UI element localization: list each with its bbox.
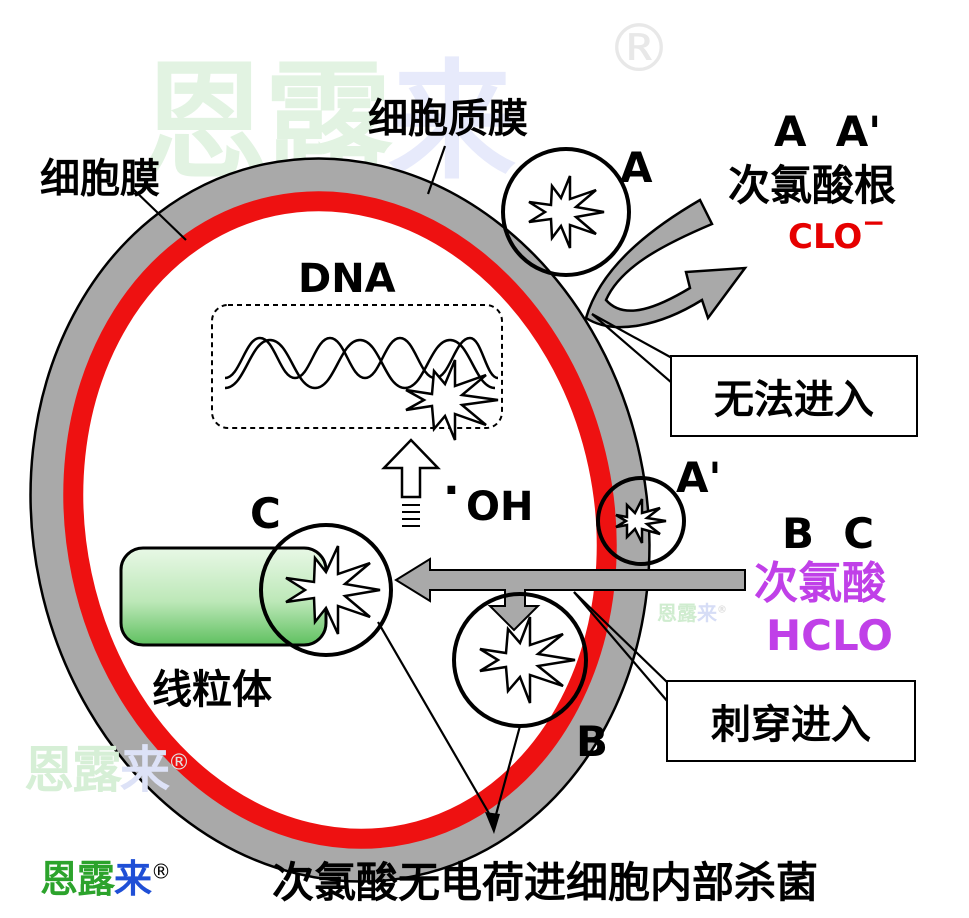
watermark-tiny-lai: 来 xyxy=(697,601,717,625)
watermark-large: 恩露来 xyxy=(140,18,516,203)
dna-strand-2 xyxy=(224,338,496,390)
leader-cannot-enter-1 xyxy=(591,313,673,359)
brand-logo: 恩露来® xyxy=(40,848,171,903)
label-hypochlorite-name: 次氯酸根 xyxy=(728,161,896,210)
brand-logo-lai: 来 xyxy=(114,857,152,901)
watermark-medium-lu: 露 xyxy=(72,741,122,799)
label-hypochlorite-charge: − xyxy=(862,206,885,239)
leader-cannot-enter-2 xyxy=(591,313,673,384)
label-hypochlorite-formula: CLO xyxy=(788,217,862,257)
penetrate-enter-text: 刺穿进入 xyxy=(711,702,871,748)
watermark-tiny-en: 恩 xyxy=(657,601,677,625)
starburst-icon xyxy=(615,498,667,544)
box-cannot-enter: 无法进入 xyxy=(670,355,918,437)
dna-strand-1 xyxy=(224,336,499,380)
starburst-icon xyxy=(479,616,576,704)
starburst-icon xyxy=(285,545,381,635)
label-a-aprime-header: A A' xyxy=(774,107,881,156)
watermark-medium-lai: 来 xyxy=(120,741,170,799)
dna-box xyxy=(211,304,503,429)
circle-c xyxy=(259,523,393,657)
label-dna: DNA xyxy=(298,256,396,302)
label-point-c: C xyxy=(250,489,281,538)
watermark-medium: 恩露来® xyxy=(24,730,190,802)
label-point-b: B xyxy=(576,717,608,766)
watermark-medium-en: 恩 xyxy=(24,741,74,799)
watermark-tiny-reg: ® xyxy=(717,604,727,616)
label-mitochondria: 线粒体 xyxy=(152,667,272,713)
label-hypochlorous-formula: HCLO xyxy=(766,611,893,660)
caption-arrowhead xyxy=(485,812,500,834)
box-penetrate-enter: 刺穿进入 xyxy=(666,680,916,762)
circle-a-prime xyxy=(596,476,686,566)
cell-membrane-gray xyxy=(31,159,649,881)
watermark-tiny-lu: 露 xyxy=(677,601,697,625)
watermark-medium-reg: ® xyxy=(168,750,190,776)
watermark-large-registered: ® xyxy=(606,10,672,87)
leader-caption-2 xyxy=(492,725,522,823)
leader-penetrate-2 xyxy=(573,591,669,703)
starburst-icon xyxy=(528,175,605,249)
hollow-arrow-tail xyxy=(402,504,420,527)
cell xyxy=(29,157,651,883)
cytoplasmic-membrane-red xyxy=(63,191,617,849)
hollow-arrow-icon xyxy=(381,438,441,499)
leader-caption-1 xyxy=(377,621,495,823)
label-hydroxyl-dot: · xyxy=(443,465,460,516)
starburst-icon xyxy=(405,359,499,441)
brand-logo-reg: ® xyxy=(151,859,171,884)
label-hydroxyl: OH xyxy=(466,484,533,530)
leader-cell-membrane xyxy=(131,187,187,241)
label-point-a: A xyxy=(620,143,653,192)
leader-lines xyxy=(131,145,673,823)
label-point-a-prime: A' xyxy=(676,453,721,502)
watermark-large-lai: 来 xyxy=(388,48,516,197)
brand-logo-en: 恩 xyxy=(40,857,78,901)
circle-a xyxy=(501,147,631,277)
label-caption: 次氯酸无电荷进细胞内部杀菌 xyxy=(272,858,818,907)
cannot-enter-text: 无法进入 xyxy=(714,377,874,423)
label-cell-membrane: 细胞膜 xyxy=(40,156,160,202)
brand-logo-lu: 露 xyxy=(77,857,115,901)
label-hypochlorous-name: 次氯酸 xyxy=(754,558,887,609)
leader-penetrate-1 xyxy=(573,591,669,684)
label-b-c-header: B C xyxy=(782,509,874,558)
leader-cytoplasm-membrane xyxy=(426,145,447,195)
watermark-tiny: 恩露来® xyxy=(657,597,727,626)
label-cytoplasmic-membrane: 细胞质膜 xyxy=(368,96,528,142)
bounce-arrow-icon xyxy=(584,198,748,329)
